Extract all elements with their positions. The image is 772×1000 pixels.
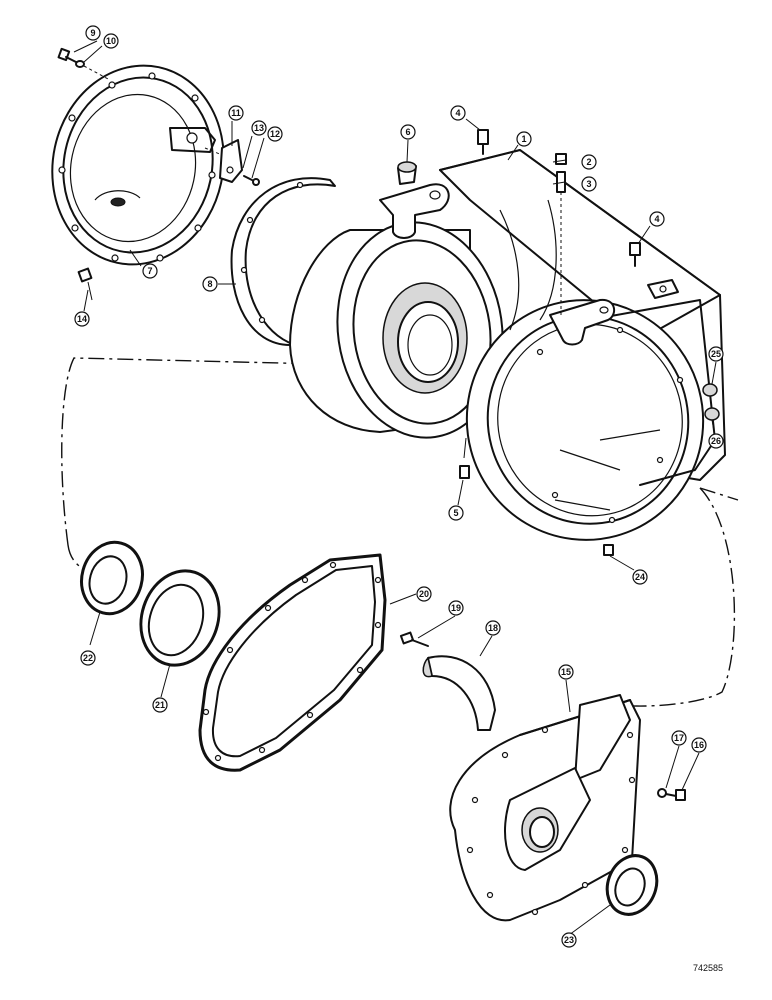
svg-text:24: 24 (635, 572, 645, 582)
seal-22 (80, 540, 144, 616)
callout-26: 26 (708, 433, 724, 449)
bolt-16-17 (657, 788, 686, 801)
fitting-4b (629, 242, 641, 267)
svg-text:23: 23 (564, 935, 574, 945)
callout-11: 11 (228, 105, 244, 121)
shim-18 (422, 655, 496, 731)
svg-text:17: 17 (674, 733, 684, 743)
gasket-20 (198, 553, 387, 772)
callout-19: 19 (448, 600, 464, 616)
svg-text:7: 7 (147, 266, 152, 276)
svg-text:9: 9 (90, 28, 95, 38)
main-housing-part (289, 149, 726, 541)
callout-17: 17 (671, 730, 687, 746)
svg-text:18: 18 (488, 623, 498, 633)
svg-text:13: 13 (254, 123, 264, 133)
svg-text:4: 4 (455, 108, 460, 118)
breather-6 (397, 161, 417, 185)
callout-21: 21 (152, 697, 168, 713)
callout-13: 13 (251, 120, 267, 136)
svg-text:11: 11 (231, 108, 241, 118)
seal-21 (139, 569, 221, 667)
callout-9: 9 (85, 25, 101, 41)
svg-text:22: 22 (83, 653, 93, 663)
callout-15: 15 (558, 664, 574, 680)
fitting-4a (477, 129, 489, 155)
plug-24 (603, 544, 614, 556)
svg-text:4: 4 (654, 214, 659, 224)
plug-14 (77, 267, 93, 301)
svg-text:19: 19 (451, 603, 461, 613)
svg-text:25: 25 (711, 349, 721, 359)
callout-20: 20 (416, 586, 432, 602)
svg-text:8: 8 (207, 279, 212, 289)
assembly-centerline-2 (699, 487, 739, 501)
callout-3: 3 (581, 176, 597, 192)
svg-text:2: 2 (586, 157, 591, 167)
callout-22: 22 (80, 650, 96, 666)
callout-25: 25 (708, 346, 724, 362)
callout-16: 16 (691, 737, 707, 753)
plug-5 (459, 437, 470, 479)
callout-24: 24 (632, 569, 648, 585)
svg-text:26: 26 (711, 436, 721, 446)
svg-text:20: 20 (419, 589, 429, 599)
callout-14: 14 (74, 311, 90, 327)
svg-text:6: 6 (405, 127, 410, 137)
svg-text:15: 15 (561, 667, 571, 677)
svg-text:5: 5 (453, 508, 458, 518)
svg-text:1: 1 (521, 134, 526, 144)
bracket-11 (204, 139, 260, 186)
bolt-9-10 (57, 47, 111, 81)
svg-text:14: 14 (77, 314, 87, 324)
callout-6: 6 (400, 124, 416, 140)
callout-1: 1 (516, 131, 532, 147)
callout-23: 23 (561, 932, 577, 948)
callout-4b: 4 (649, 211, 665, 227)
callout-12: 12 (267, 126, 283, 142)
front-cover-15 (449, 694, 641, 922)
callout-5: 5 (448, 505, 464, 521)
callout-10: 10 (103, 33, 119, 49)
callout-8: 8 (202, 276, 218, 292)
svg-text:3: 3 (586, 179, 591, 189)
svg-text:12: 12 (270, 129, 280, 139)
callout-4a: 4 (450, 105, 466, 121)
seal-23 (605, 854, 659, 916)
callout-2: 2 (581, 154, 597, 170)
svg-text:10: 10 (106, 36, 116, 46)
svg-text:16: 16 (694, 740, 704, 750)
callout-18: 18 (485, 620, 501, 636)
rear-cover-ring-part (51, 64, 225, 266)
assembly-centerline (61, 357, 736, 707)
document-id: 742585 (693, 963, 723, 973)
svg-text:21: 21 (155, 700, 165, 710)
bolt-19 (399, 631, 429, 647)
callout-7: 7 (142, 263, 158, 279)
